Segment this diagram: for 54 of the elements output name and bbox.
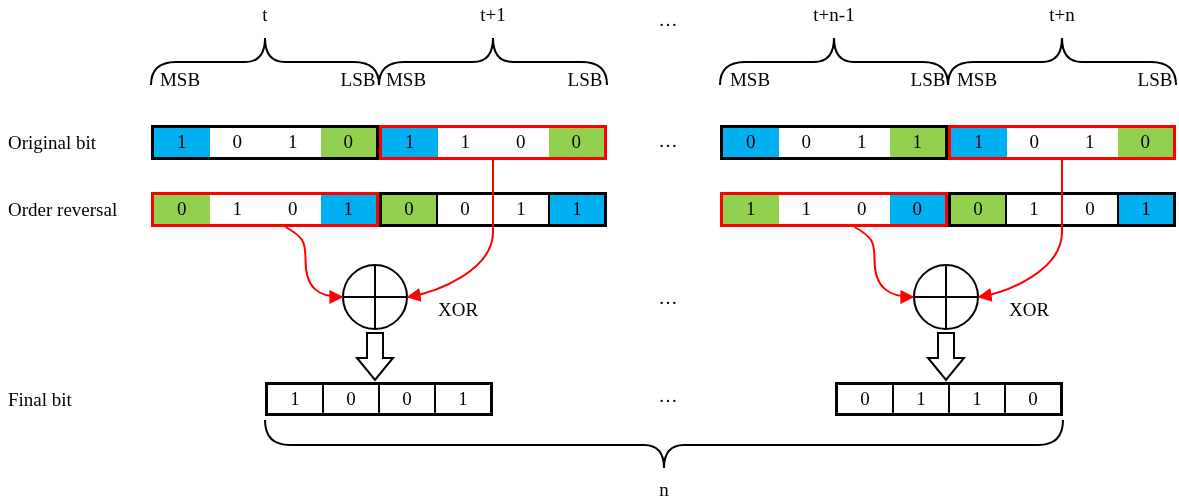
- text-label: …: [658, 10, 678, 29]
- text-label: n: [659, 480, 669, 499]
- text-label: LSB: [567, 70, 603, 89]
- bit-group: [720, 125, 948, 160]
- bit-cell: 0: [382, 195, 436, 224]
- bit-cell: 0: [723, 128, 779, 157]
- arrow: [977, 159, 1063, 302]
- bit-cell: 0: [889, 195, 945, 224]
- arrow: [284, 226, 344, 304]
- bit-group: [948, 192, 1176, 227]
- bit-cell: 0: [154, 195, 210, 224]
- bit-cell: 0: [548, 128, 604, 157]
- bit-group: [379, 125, 607, 160]
- bit-group: [720, 192, 948, 227]
- arrow: [853, 226, 915, 304]
- text-label: MSB: [159, 70, 201, 89]
- bit-cell: 1: [951, 128, 1007, 157]
- bit-cell: 0: [951, 195, 1005, 224]
- bit-group: [151, 125, 379, 160]
- bit-cell: 1: [723, 195, 779, 224]
- bit-cell: 1: [548, 195, 604, 224]
- text-label: t+1: [480, 5, 506, 24]
- text-label: …: [658, 386, 678, 405]
- bit-cell: 1: [382, 128, 438, 157]
- text-label: MSB: [385, 70, 427, 89]
- text-label: t+n-1: [813, 5, 855, 24]
- operator-label: XOR: [438, 300, 479, 319]
- bit-group: [265, 382, 493, 416]
- text-label: Original bit: [8, 133, 97, 152]
- text-label: LSB: [340, 70, 376, 89]
- text-label: MSB: [729, 70, 771, 89]
- bit-cell: 1: [154, 128, 210, 157]
- bit-group: [151, 192, 379, 227]
- text-label: t+n: [1049, 5, 1075, 24]
- block-arrow: [354, 332, 396, 382]
- bit-cell: 1: [1117, 195, 1173, 224]
- arrow: [406, 159, 494, 302]
- bit-group: [379, 192, 607, 227]
- text-label: Final bit: [8, 390, 72, 409]
- text-label: LSB: [1137, 70, 1173, 89]
- text-label: LSB: [910, 70, 946, 89]
- text-label: MSB: [956, 70, 998, 89]
- operator-label: XOR: [1009, 300, 1050, 319]
- text-label: Order reversal: [8, 200, 118, 219]
- block-arrow: [925, 332, 967, 382]
- bit-group: [948, 125, 1176, 160]
- bit-group: [835, 382, 1063, 416]
- bit-cell: 1: [889, 128, 945, 157]
- text-label: …: [658, 288, 678, 307]
- bit-cell: 0: [320, 128, 376, 157]
- text-label: t: [262, 5, 268, 24]
- bit-cell: 0: [1117, 128, 1173, 157]
- bit-cell: 1: [320, 195, 376, 224]
- text-label: …: [658, 131, 678, 150]
